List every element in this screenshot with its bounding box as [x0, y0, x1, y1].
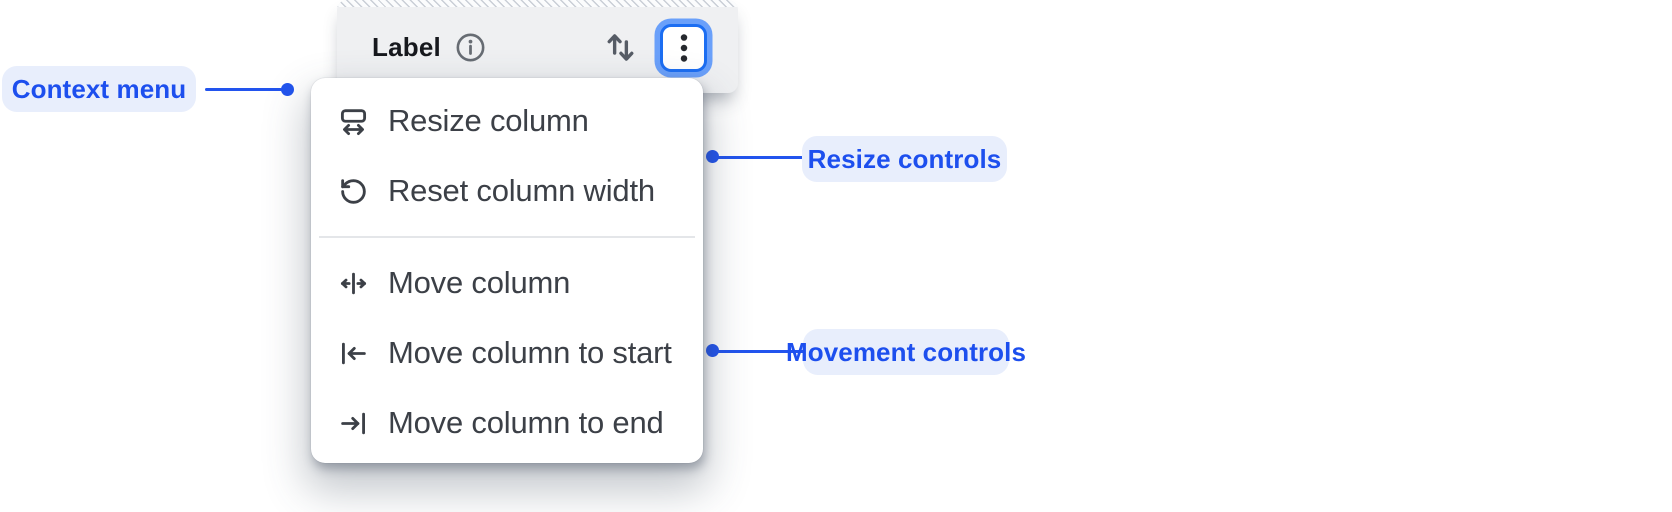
annotation-resize-controls: Resize controls [802, 136, 1007, 182]
annotation-line [205, 88, 282, 91]
column-header: Label [337, 0, 738, 93]
annotation-movement-controls: Movement controls [786, 329, 1026, 375]
cropped-edge-hatch [337, 0, 738, 7]
column-header-label: Label [372, 32, 441, 62]
menu-item-move-column[interactable]: Move column [311, 248, 703, 318]
menu-item-move-column-to-end[interactable]: Move column to end [311, 388, 703, 458]
move-column-to-start-icon [338, 338, 369, 369]
menu-item-label: Move column to end [388, 405, 664, 440]
menu-item-reset-column-width[interactable]: Reset column width [311, 156, 703, 226]
column-header-row: Label [337, 7, 738, 93]
column-more-menu-button[interactable] [660, 23, 707, 72]
move-column-icon [338, 268, 369, 299]
menu-item-label: Move column [388, 265, 571, 300]
menu-item-move-column-to-start[interactable]: Move column to start [311, 318, 703, 388]
annotation-line [712, 156, 803, 159]
resize-column-icon [338, 106, 369, 137]
column-context-menu: Resize column Reset column width Move co… [311, 78, 703, 463]
kebab-menu-icon [672, 31, 696, 65]
menu-item-resize-column[interactable]: Resize column [311, 86, 703, 156]
annotation-context-menu: Context menu [2, 66, 196, 112]
annotation-line [712, 350, 804, 353]
menu-item-label: Resize column [388, 103, 589, 138]
menu-item-label: Move column to start [388, 335, 672, 370]
annotation-dot [281, 83, 294, 96]
sort-vertical-icon[interactable] [602, 29, 639, 66]
reset-column-width-icon [338, 176, 369, 207]
menu-divider [319, 236, 695, 238]
move-column-to-end-icon [338, 408, 369, 439]
info-icon[interactable] [454, 31, 487, 64]
menu-item-label: Reset column width [388, 173, 655, 208]
